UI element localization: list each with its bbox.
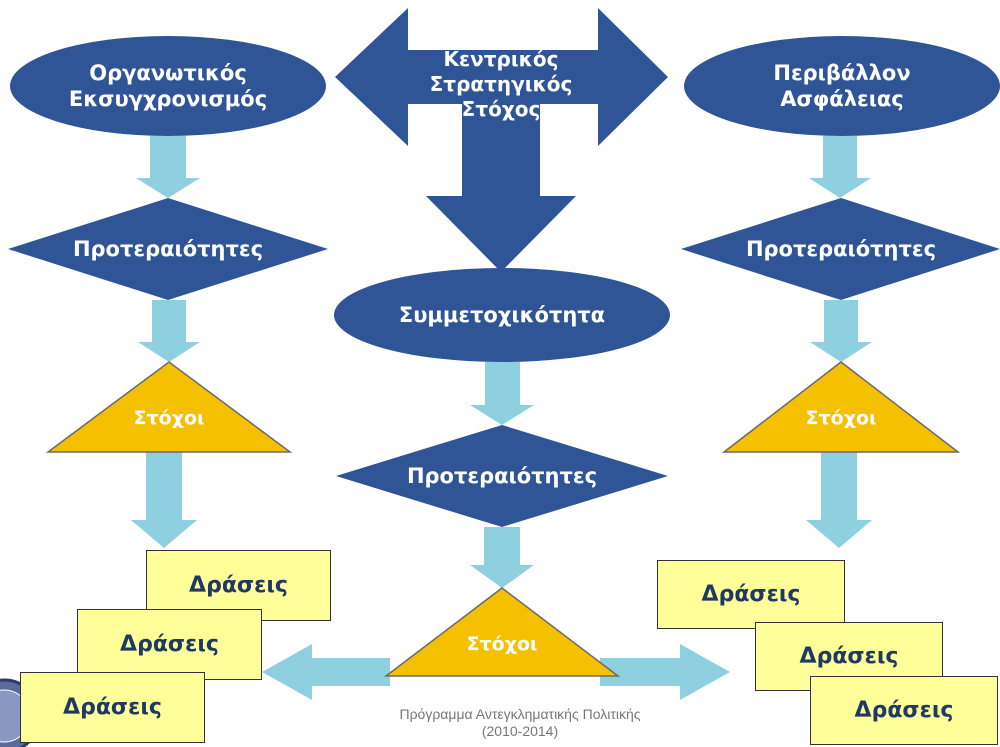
center-targets-label: Στόχοι	[466, 633, 538, 656]
right-ellipse	[684, 36, 1000, 136]
arrow-center-1	[470, 362, 534, 425]
central-goal-line3: Στόχος	[461, 96, 541, 121]
participation-label: Συμμετοχικότητα	[398, 302, 606, 327]
right-action-label: Δράσεις	[799, 644, 899, 669]
arrow-right-3	[806, 452, 872, 548]
right-action-label: Δράσεις	[701, 582, 801, 607]
footer-caption: Πρόγραμμα Αντεγκληματικής Πολιτικής (201…	[345, 706, 695, 740]
right-action-box: Δράσεις	[810, 676, 998, 745]
left-title-line1: Οργανωτικός	[89, 60, 247, 85]
arrow-left-2	[138, 300, 200, 362]
right-title-line1: Περιβάλλον	[773, 60, 911, 85]
arrow-center-right	[600, 644, 730, 700]
left-ellipse	[10, 36, 326, 136]
footer-line2: (2010-2014)	[481, 722, 559, 739]
left-diamond	[8, 198, 328, 300]
left-action-label: Δράσεις	[63, 695, 162, 720]
left-priorities-label: Προτεραιότητες	[72, 236, 264, 261]
right-action-box: Δράσεις	[657, 560, 845, 629]
center-diamond	[336, 425, 668, 527]
left-triangle	[45, 361, 293, 453]
footer-line1: Πρόγραμμα Αντεγκληματικής Πολιτικής	[399, 706, 641, 722]
right-title-line2: Ασφάλειας	[780, 87, 904, 111]
left-title-line2: Εκσυγχρονισμός	[68, 87, 268, 111]
flow-arrows	[131, 136, 872, 700]
right-triangle	[721, 361, 961, 453]
left-action-label: Δράσεις	[120, 632, 219, 657]
center-ellipse	[334, 268, 670, 362]
arrow-left-1	[136, 136, 200, 198]
right-diamond	[681, 198, 1000, 300]
central-double-arrow	[335, 8, 668, 146]
center-priorities-label: Προτεραιότητες	[406, 463, 598, 488]
central-goal-line2: Στρατηγικός	[429, 71, 573, 96]
central-down-arrow	[426, 104, 576, 272]
left-action-box: Δράσεις	[20, 672, 205, 743]
right-title: Περιβάλλον Ασφάλειας	[704, 56, 980, 116]
left-targets-label: Στόχοι	[133, 407, 205, 430]
right-action-label: Δράσεις	[854, 698, 954, 723]
central-goal-label: Κεντρικός Στρατηγικός Στόχος	[400, 44, 602, 124]
left-action-label: Δράσεις	[189, 573, 288, 598]
arrow-right-2	[810, 300, 872, 362]
left-title: Οργανωτικός Εκσυγχρονισμός	[30, 56, 306, 116]
right-targets-label: Στόχοι	[805, 407, 877, 430]
arrow-right-1	[809, 136, 871, 198]
left-action-box: Δράσεις	[77, 609, 262, 680]
right-priorities-label: Προτεραιότητες	[745, 236, 937, 261]
arrow-left-3	[131, 452, 197, 548]
center-triangle	[383, 587, 621, 677]
arrow-center-2	[470, 527, 534, 588]
central-goal-line1: Κεντρικός	[443, 46, 559, 71]
arrow-center-left	[262, 644, 390, 700]
